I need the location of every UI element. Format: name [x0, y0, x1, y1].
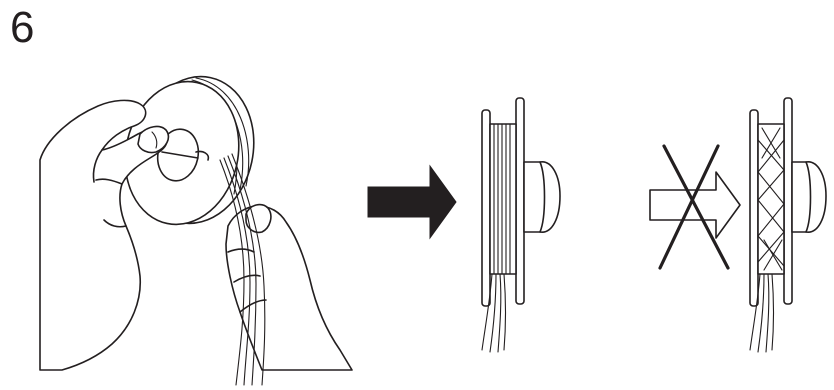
- solid-right-arrow-icon: [368, 166, 456, 238]
- hands-winding-line-onto-spool-icon: [40, 66, 352, 385]
- spool-with-crossed-wound-line-icon: [750, 98, 826, 352]
- spool-with-evenly-wound-line-icon: [482, 98, 560, 352]
- crossed-out-right-arrow-icon: [650, 146, 740, 268]
